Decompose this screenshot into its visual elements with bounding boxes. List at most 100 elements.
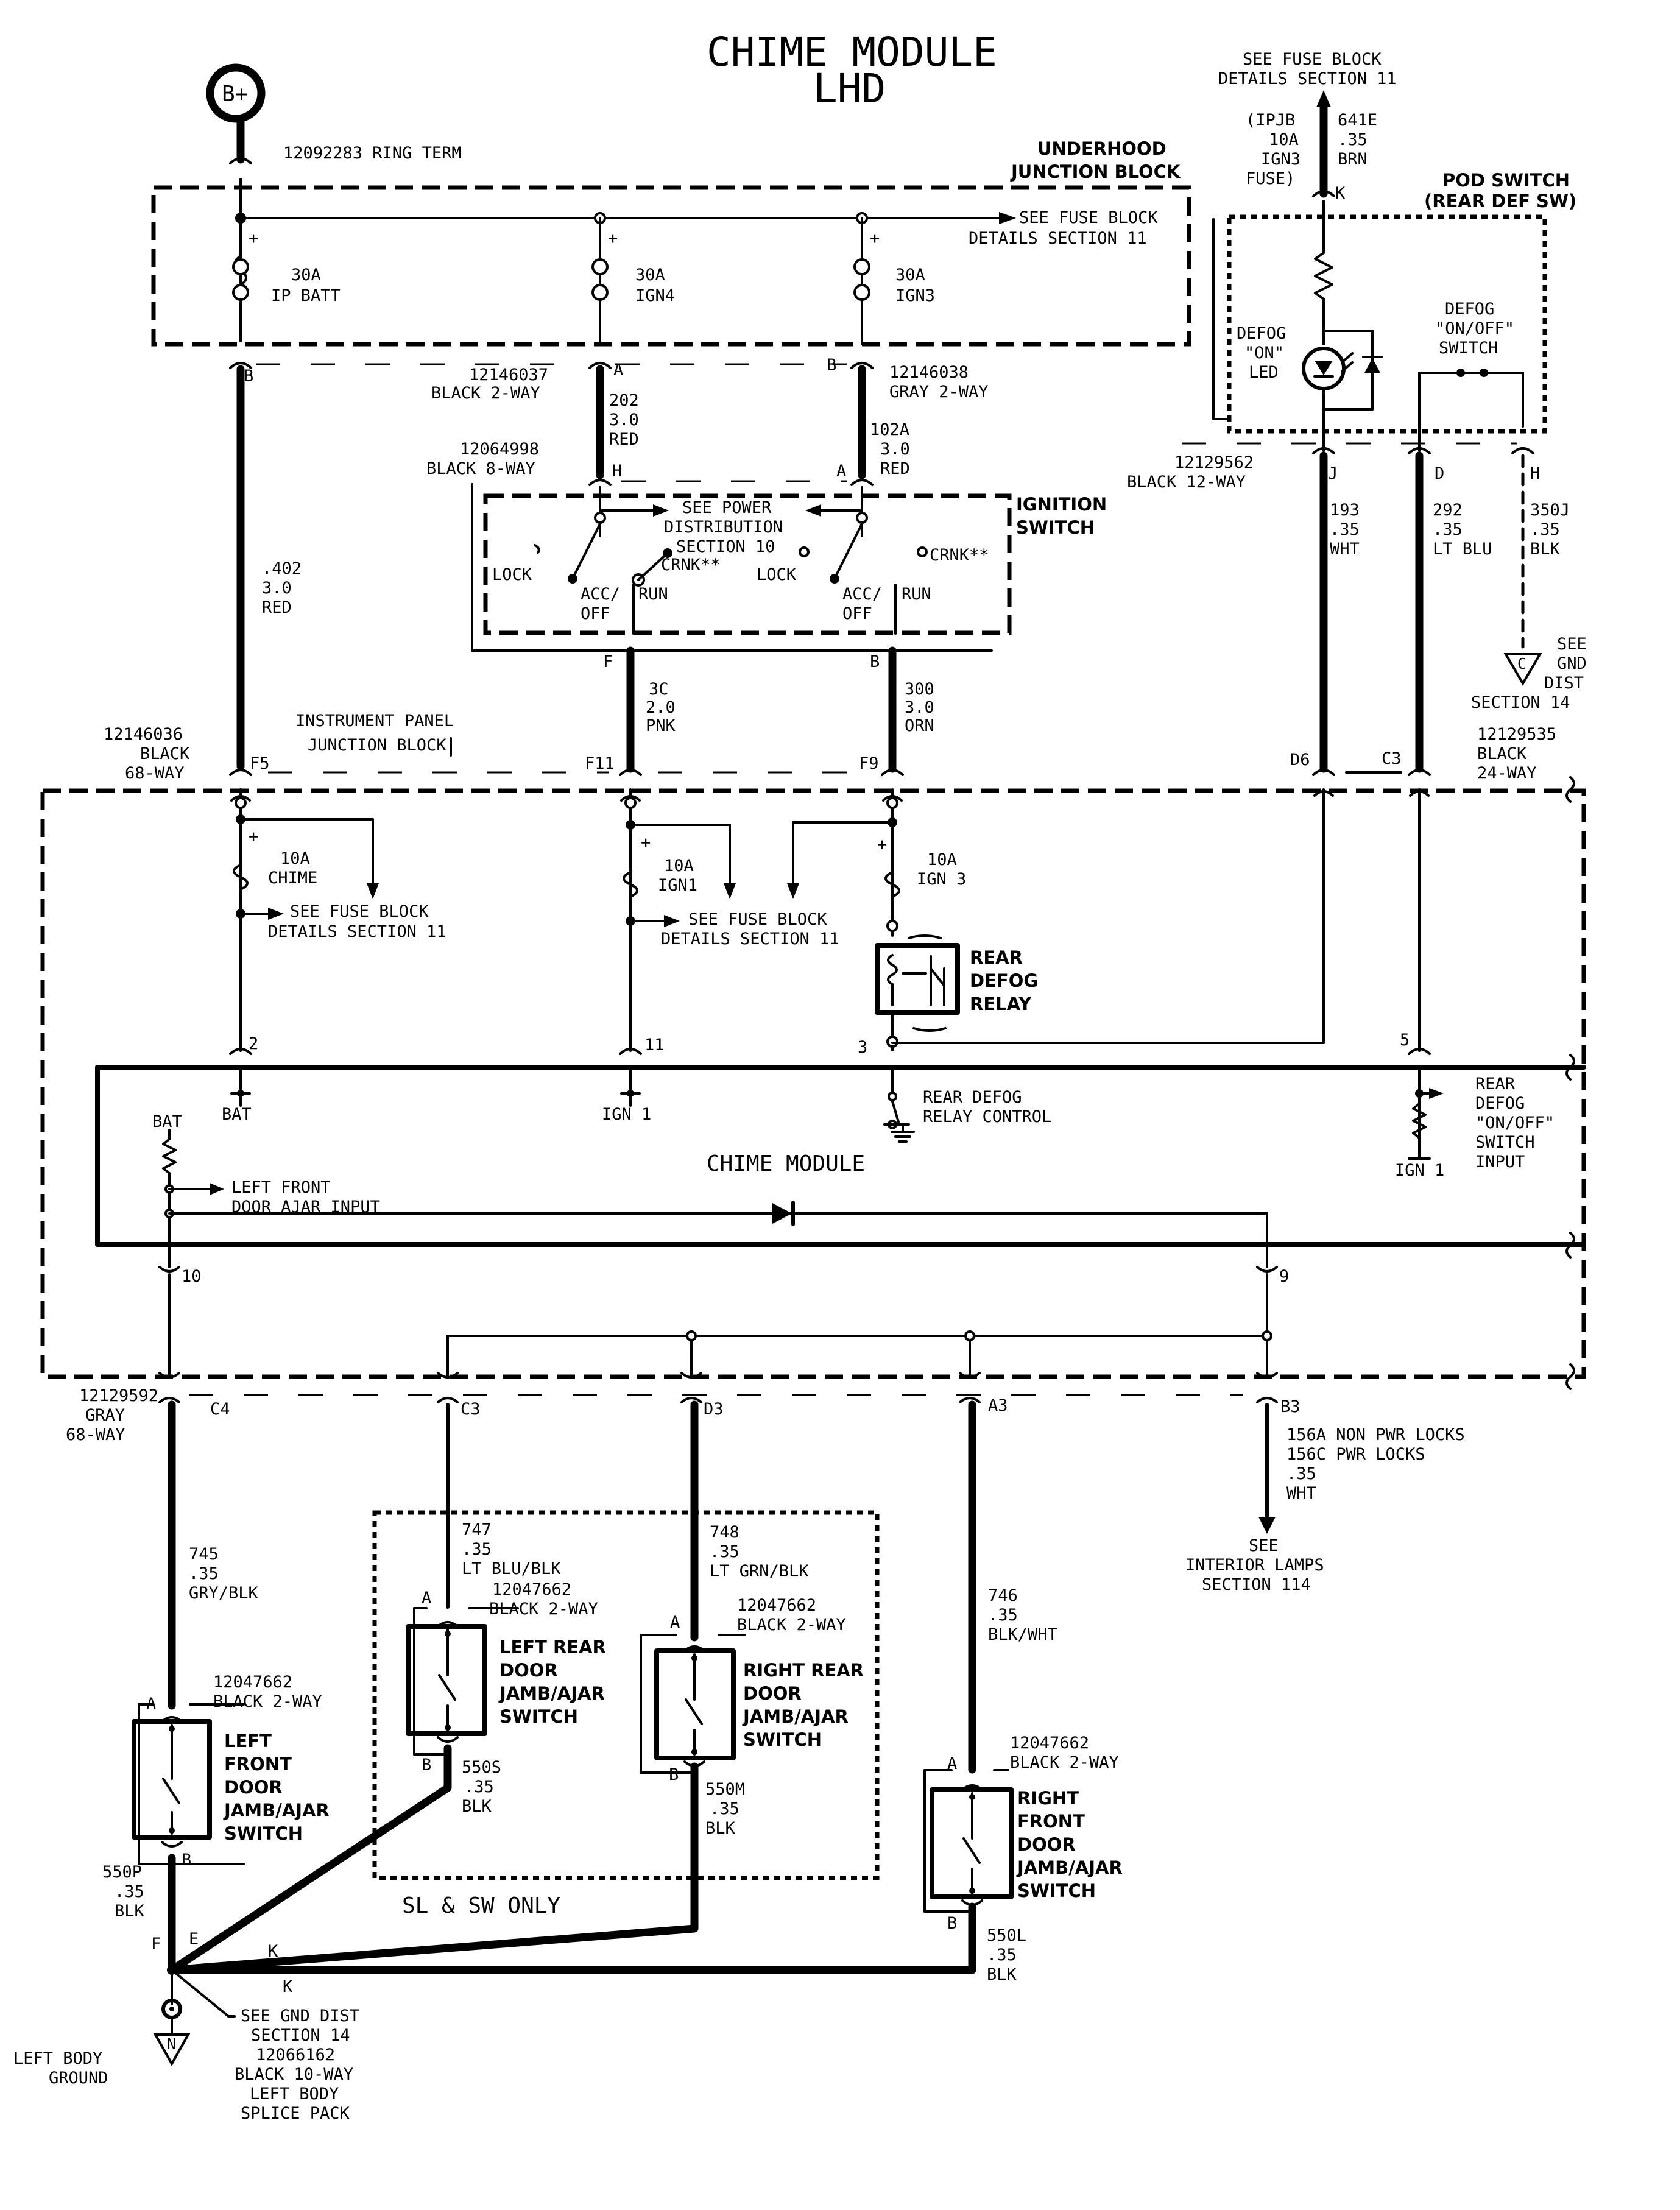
svg-text:+: + (877, 835, 887, 854)
rr-pin-a: A (670, 1613, 680, 1632)
ign1-input: IGN 1 (602, 1066, 651, 1124)
svg-text:OFF: OFF (842, 604, 872, 623)
wire-550m-label: 550M (705, 1780, 745, 1799)
rear-defog-relay (875, 934, 960, 1032)
svg-text:LOCK: LOCK (492, 565, 532, 584)
wire-641e-color: BRN (1338, 150, 1368, 169)
wire-641e-gauge: .35 (1338, 130, 1368, 149)
lr-name-4: SWITCH (499, 1706, 578, 1727)
interior-lamps-ref-2: INTERIOR LAMPS (1185, 1556, 1324, 1575)
wire-746-gauge: .35 (988, 1606, 1018, 1625)
rear-defog-relay-label-1: REAR (970, 947, 1023, 968)
lr-name-2: DOOR (499, 1660, 558, 1681)
rf-name-3: DOOR (1017, 1834, 1076, 1855)
rf-pin-a: A (947, 1754, 957, 1773)
pin-c4: C4 (210, 1400, 230, 1419)
ground-dist-c-icon: C (1503, 653, 1542, 686)
connector-12129562-desc: BLACK 12-WAY (1127, 473, 1246, 492)
gnd-top-ref-4: SECTION 14 (1471, 693, 1570, 712)
pin-b-102a: B (827, 356, 836, 375)
right-front-door-jamb-switch (923, 1769, 1014, 1913)
defog-led-label-2: "ON" (1244, 344, 1284, 362)
fuse-ign4: + 30A IGN4 (591, 217, 675, 345)
pin-a-ign: A (836, 462, 846, 481)
pin-c3-top: C3 (1382, 749, 1402, 768)
rf-desc: BLACK 2-WAY (1010, 1753, 1119, 1772)
rr-name-1: RIGHT REAR (743, 1660, 864, 1681)
chime-pin-11: 11 (644, 1036, 665, 1054)
lf-name-1: LEFT (224, 1731, 272, 1751)
ground-n-icon: N (153, 2033, 191, 2067)
svg-text:N: N (167, 2035, 176, 2053)
wire-745-color: GRY/BLK (189, 1584, 259, 1603)
connector-12064998-desc: BLACK 8-WAY (426, 459, 535, 478)
svg-text:BAT: BAT (152, 1112, 182, 1131)
rr-name-4: SWITCH (743, 1729, 822, 1750)
svg-text:CHIME: CHIME (268, 869, 317, 888)
sl-sw-only-box (372, 1510, 880, 1880)
ignition-switch-title: IGNITION (1016, 494, 1107, 515)
ignition-switch-right: LOCK CRNK** ACC/ OFF RUN (757, 523, 989, 635)
gnd-top-ref-1: SEE (1557, 635, 1587, 654)
ipjb-fuse-ref-chime-2: DETAILS SECTION 11 (268, 922, 446, 941)
pin-h: H (612, 462, 622, 481)
chime-pin-10: 10 (182, 1267, 202, 1286)
connector-12146037: 12146037 (469, 365, 548, 384)
wire-550m (168, 1762, 699, 1974)
pod-switch-title-2: (REAR DEF SW) (1424, 191, 1576, 211)
wire-402-label: .402 (262, 559, 302, 578)
pin-h-pod: H (1530, 464, 1540, 483)
lf-name-3: DOOR (224, 1777, 283, 1798)
wire-550p-gauge: .35 (115, 1882, 144, 1901)
svg-text:+: + (249, 827, 258, 846)
pin-f-ign: F (603, 652, 613, 671)
rr-part: 12047662 (737, 1596, 816, 1615)
chime-pin-9: 9 (1279, 1267, 1289, 1286)
lr-pin-a: A (422, 1589, 431, 1608)
ignition-ref: SEE POWER (682, 498, 772, 517)
wire-300-gauge: 3.0 (905, 698, 934, 717)
lf-name-5: SWITCH (224, 1823, 303, 1844)
lr-desc: BLACK 2-WAY (489, 1600, 598, 1619)
wire-550l-gauge: .35 (987, 1946, 1017, 1965)
underhood-fuse-ref: SEE FUSE BLOCK (1019, 208, 1158, 227)
rf-name-4: JAMB/AJAR (1016, 1857, 1123, 1878)
wire-156c-label: 156C PWR LOCKS (1286, 1445, 1425, 1464)
ignition-switch-left: LOCK CRNK** ACC/ OFF RUN (492, 523, 721, 635)
gnd-top-ref-3: DIST (1544, 674, 1584, 693)
pin-j: J (1328, 464, 1338, 483)
svg-text:CRNK**: CRNK** (930, 546, 989, 565)
svg-text:B+: B+ (222, 82, 248, 107)
svg-text:30A: 30A (635, 266, 665, 284)
svg-text:REAR: REAR (1475, 1075, 1516, 1093)
svg-text:IGN3: IGN3 (895, 286, 935, 305)
rr-pin-b: B (669, 1765, 679, 1784)
left-body-ground-label-1: LEFT BODY (13, 2049, 102, 2068)
rear-defog-relay-label-2: DEFOG (970, 970, 1038, 991)
chime-pin-5: 5 (1400, 1031, 1410, 1050)
pin-a3: A3 (988, 1396, 1008, 1415)
svg-text:RELAY CONTROL: RELAY CONTROL (923, 1107, 1051, 1126)
pin-d: D (1435, 464, 1444, 483)
pin-d3: D3 (704, 1400, 724, 1419)
splice-name-2: SPLICE PACK (241, 2104, 350, 2123)
wire-747-color: LT BLU/BLK (462, 1559, 561, 1578)
wire-748-gauge: .35 (710, 1542, 739, 1561)
wire-746-color: BLK/WHT (988, 1625, 1057, 1644)
ignition-ref-2: DISTRIBUTION (664, 518, 783, 537)
rr-name-3: JAMB/AJAR (742, 1706, 849, 1727)
lf-pin-a: A (146, 1695, 156, 1714)
wire-102a-gauge: 3.0 (880, 440, 910, 459)
wire-550l-color: BLK (987, 1965, 1017, 1984)
wire-745-label: 745 (189, 1545, 219, 1564)
connector-12146036-ways: 68-WAY (125, 764, 185, 783)
svg-text:C: C (1517, 655, 1526, 673)
rear-defog-relay-label-3: RELAY (970, 994, 1032, 1014)
fuse-chime: + 10A CHIME (233, 827, 317, 891)
wire-300-color: ORN (905, 716, 934, 735)
connector-12129535-color: BLACK (1477, 744, 1527, 763)
pod-switch-title: POD SWITCH (1442, 170, 1570, 191)
left-rear-door-jamb-switch (406, 1607, 519, 1756)
svg-text:RUN: RUN (638, 585, 668, 604)
